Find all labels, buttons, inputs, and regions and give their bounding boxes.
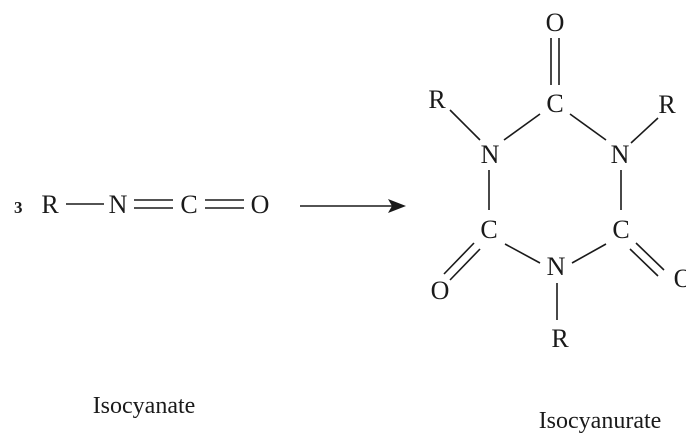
left-carbonyl-oxygen: O [431, 276, 450, 305]
stoichiometric-coefficient: 3 [14, 198, 23, 217]
isocyanate-nitrogen: N [109, 190, 128, 219]
product-caption: Isocyanurate [539, 408, 662, 434]
ring-bond-cright-nbottom [571, 243, 607, 264]
arrow-head-icon [388, 199, 406, 213]
right-carbonyl-oxygen: O [674, 264, 686, 293]
left-n-r-bond [449, 109, 481, 141]
right-n-r-bond [630, 117, 659, 144]
bottom-nitrogen-r-group: R [551, 324, 569, 353]
ring-left-nitrogen: N [481, 140, 500, 169]
left-c-o-double-bond-inner [449, 248, 481, 281]
reactant-caption: Isocyanate [93, 393, 196, 419]
isocyanate-carbon: C [180, 190, 197, 219]
ring-bond-ctop-nright [569, 113, 607, 141]
reaction-arrow [300, 199, 406, 213]
right-c-o-double-bond-inner [629, 248, 659, 277]
right-c-o-double-bond-outer [635, 242, 665, 271]
right-nitrogen-r-group: R [658, 90, 676, 119]
ring-bond-cleft-nbottom [504, 243, 541, 264]
ring-bond-ctop-nleft [503, 113, 541, 141]
ring-bottom-nitrogen: N [547, 252, 566, 281]
ring-right-carbon: C [612, 215, 629, 244]
isocyanate-r-group: R [41, 190, 59, 219]
ring-left-carbon: C [480, 215, 497, 244]
ring-top-carbon: C [546, 89, 563, 118]
isocyanate-structure: 3 R N C O [14, 190, 269, 219]
isocyanurate-structure: O C N R N R C O C O N R [428, 8, 686, 353]
left-c-o-double-bond-outer [443, 242, 475, 275]
ring-top-carbonyl-oxygen: O [546, 8, 565, 37]
ring-right-nitrogen: N [611, 140, 630, 169]
left-nitrogen-r-group: R [428, 85, 446, 114]
isocyanate-oxygen: O [251, 190, 270, 219]
